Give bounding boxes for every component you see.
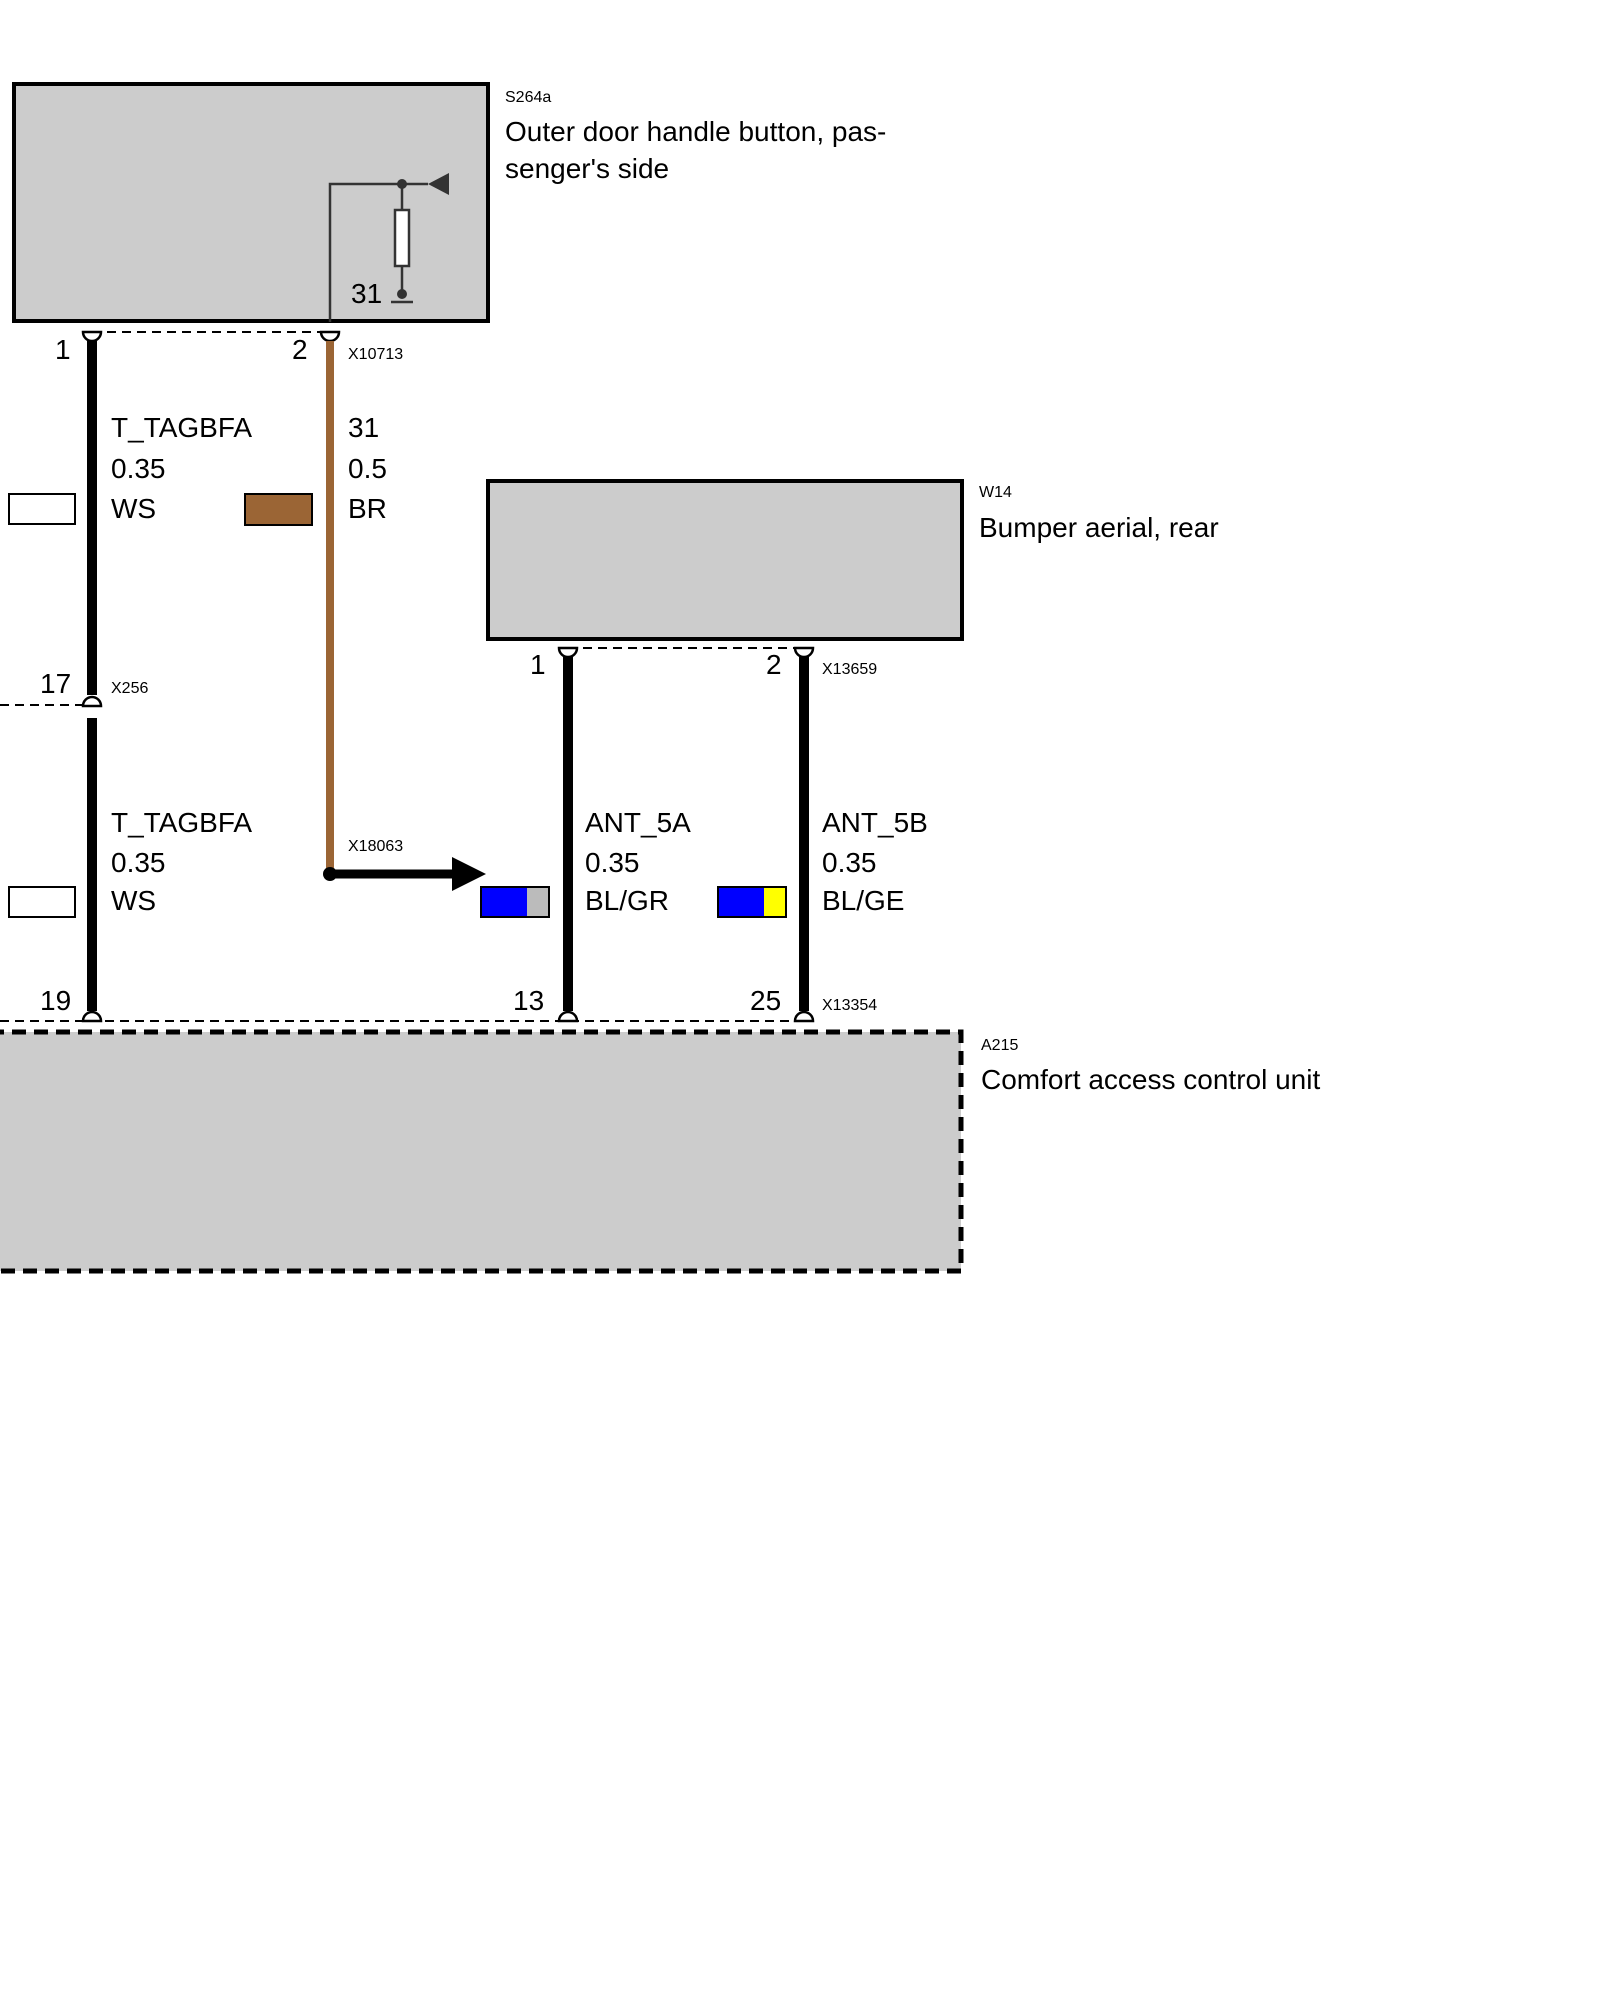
s264a-name-line1: Outer door handle button, pas- bbox=[505, 116, 886, 147]
component-w14: W14 Bumper aerial, rear bbox=[486, 479, 1219, 641]
w14-box bbox=[486, 479, 964, 641]
resistor-icon bbox=[393, 208, 411, 268]
wire-signal: 31 bbox=[348, 412, 379, 443]
wire-gauge: 0.35 bbox=[822, 847, 877, 878]
x13354-pin-19-label: 19 bbox=[40, 985, 71, 1016]
antenna-triangle-icon bbox=[428, 173, 449, 195]
x256-pin-17 bbox=[81, 695, 103, 708]
wire-color-swatch-secondary bbox=[764, 887, 786, 917]
wire-color-code: BL/GR bbox=[585, 885, 669, 916]
wire-color-swatch bbox=[8, 886, 76, 918]
x13659-pin-1 bbox=[557, 646, 579, 659]
wire-color-code: BL/GE bbox=[822, 885, 904, 916]
wire-color-swatch-secondary bbox=[527, 887, 549, 917]
x13354-pin-25-label: 25 bbox=[750, 985, 781, 1016]
wire-color-swatch-border bbox=[717, 886, 787, 918]
x10713-pin-2 bbox=[319, 330, 341, 343]
wire-color-swatch bbox=[8, 493, 76, 525]
x10713-code: X10713 bbox=[348, 346, 403, 363]
connector-x18063: X18063 bbox=[323, 838, 486, 891]
connector-x13354: 19 13 25 X13354 bbox=[0, 985, 877, 1023]
x10713-pin-1 bbox=[81, 330, 103, 343]
wire-signal: ANT_5A bbox=[585, 807, 691, 838]
a215-box bbox=[0, 1029, 964, 1274]
x18063-code: X18063 bbox=[348, 838, 403, 855]
x13354-pin-13 bbox=[557, 1010, 579, 1023]
w14-code: W14 bbox=[979, 484, 1012, 501]
wire-gauge: 0.35 bbox=[111, 847, 166, 878]
x13659-code: X13659 bbox=[822, 661, 877, 678]
s264a-ground-label: 31 bbox=[351, 278, 382, 309]
wire-signal: ANT_5B bbox=[822, 807, 928, 838]
s264a-code: S264a bbox=[505, 89, 551, 106]
wire-color-code: BR bbox=[348, 493, 387, 524]
s264a-box bbox=[12, 82, 490, 323]
x13354-pin-19 bbox=[81, 1010, 103, 1023]
x13659-pin-1-label: 1 bbox=[530, 649, 546, 680]
w14-name: Bumper aerial, rear bbox=[979, 512, 1219, 543]
wire-color-swatch-border bbox=[480, 886, 550, 918]
wire-gauge: 0.5 bbox=[348, 453, 387, 484]
wire-t-tagbfa-upper: T_TAGBFA 0.35 WS bbox=[8, 341, 252, 695]
x13354-code: X13354 bbox=[822, 997, 877, 1014]
a215-code: A215 bbox=[981, 1037, 1018, 1054]
s264a-name-line2: senger's side bbox=[505, 153, 669, 184]
x13354-pin-13-label: 13 bbox=[513, 985, 544, 1016]
wire-gauge: 0.35 bbox=[111, 453, 166, 484]
x256-pin-label: 17 bbox=[40, 668, 71, 699]
wire-color-code: WS bbox=[111, 885, 156, 916]
internal-conductor bbox=[328, 182, 428, 322]
arrow-right-icon bbox=[452, 857, 486, 891]
component-a215: A215 Comfort access control unit bbox=[0, 1029, 1320, 1274]
wire-color-code: WS bbox=[111, 493, 156, 524]
wire-color-swatch-primary bbox=[481, 887, 527, 917]
wire-color-swatch bbox=[244, 493, 313, 526]
wire-signal: T_TAGBFA bbox=[111, 412, 252, 443]
wire-gauge: 0.35 bbox=[585, 847, 640, 878]
x10713-pin-2-label: 2 bbox=[292, 334, 308, 365]
wire-t-tagbfa-lower: T_TAGBFA 0.35 WS bbox=[8, 718, 252, 1011]
component-s264a: S264a Outer door handle button, pas- sen… bbox=[12, 82, 886, 323]
wire-ant-5a: ANT_5A 0.35 BL/GR bbox=[480, 657, 691, 1011]
x13659-pin-2 bbox=[793, 646, 815, 659]
wire-signal: T_TAGBFA bbox=[111, 807, 252, 838]
wire-color-swatch-primary bbox=[718, 887, 764, 917]
x10713-pin-1-label: 1 bbox=[55, 334, 71, 365]
wire-31: 31 0.5 BR bbox=[244, 341, 387, 868]
s264a-internal-circuit: 31 bbox=[328, 173, 449, 322]
connector-x256: 17 X256 bbox=[0, 668, 148, 708]
connector-x13659: 1 2 X13659 bbox=[530, 646, 877, 680]
x13659-pin-2-label: 2 bbox=[766, 649, 782, 680]
connector-x10713: 1 2 X10713 bbox=[55, 330, 403, 365]
x13354-pin-25 bbox=[793, 1010, 815, 1023]
ground-dot bbox=[397, 289, 407, 299]
a215-name: Comfort access control unit bbox=[981, 1064, 1320, 1095]
wire-ant-5b: ANT_5B 0.35 BL/GE bbox=[717, 657, 928, 1011]
x256-code: X256 bbox=[111, 680, 148, 697]
